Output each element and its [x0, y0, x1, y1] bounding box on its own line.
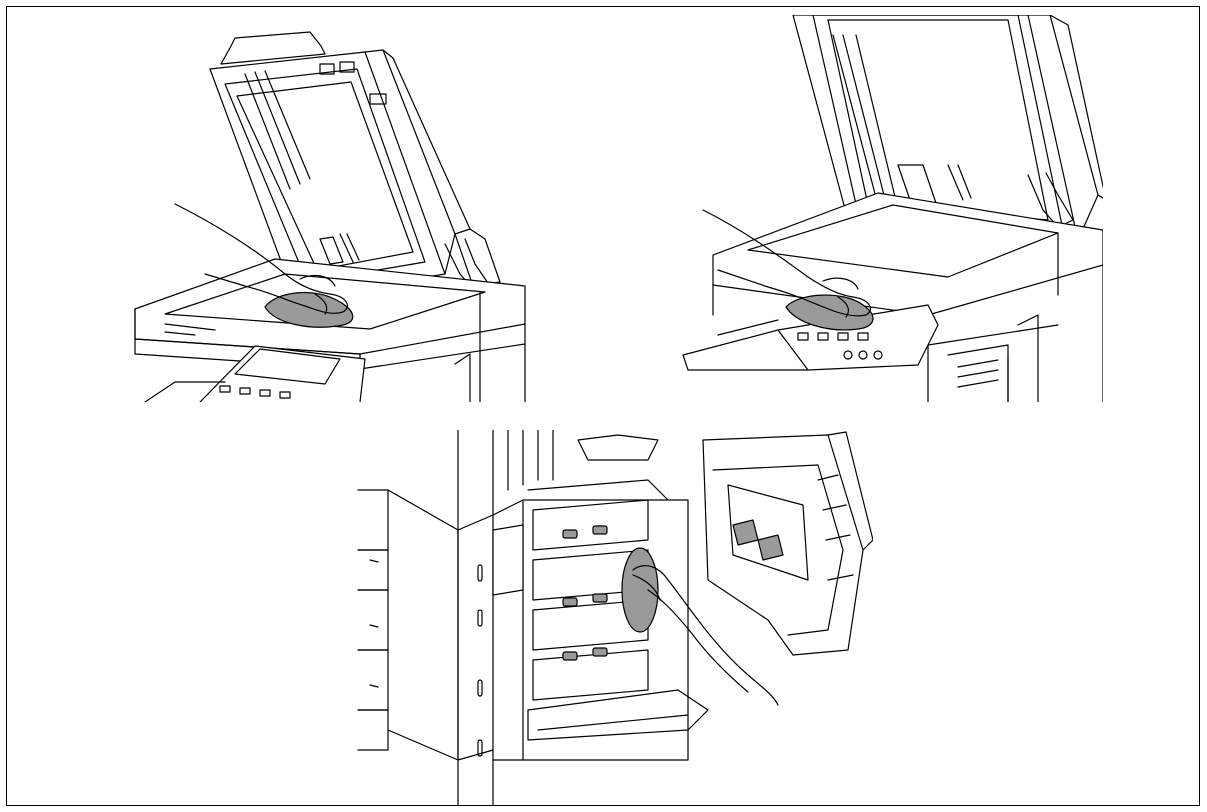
glass-cleaning-illustration-right: [678, 15, 1103, 402]
control-panel: [145, 346, 365, 402]
hand-with-cloth: [622, 548, 778, 705]
side-door: [703, 432, 873, 655]
glass-cleaning-illustration-left: [125, 24, 535, 402]
machine-body: [458, 430, 708, 806]
control-panel: [683, 305, 938, 370]
adf-lid: [210, 32, 500, 299]
paper-trays: [358, 490, 493, 760]
scanner-body: [713, 193, 1103, 402]
hand-with-cloth: [703, 210, 873, 330]
hand-with-cloth: [175, 204, 353, 327]
adf-lid: [793, 15, 1103, 240]
inside-cleaning-illustration: [348, 430, 873, 806]
